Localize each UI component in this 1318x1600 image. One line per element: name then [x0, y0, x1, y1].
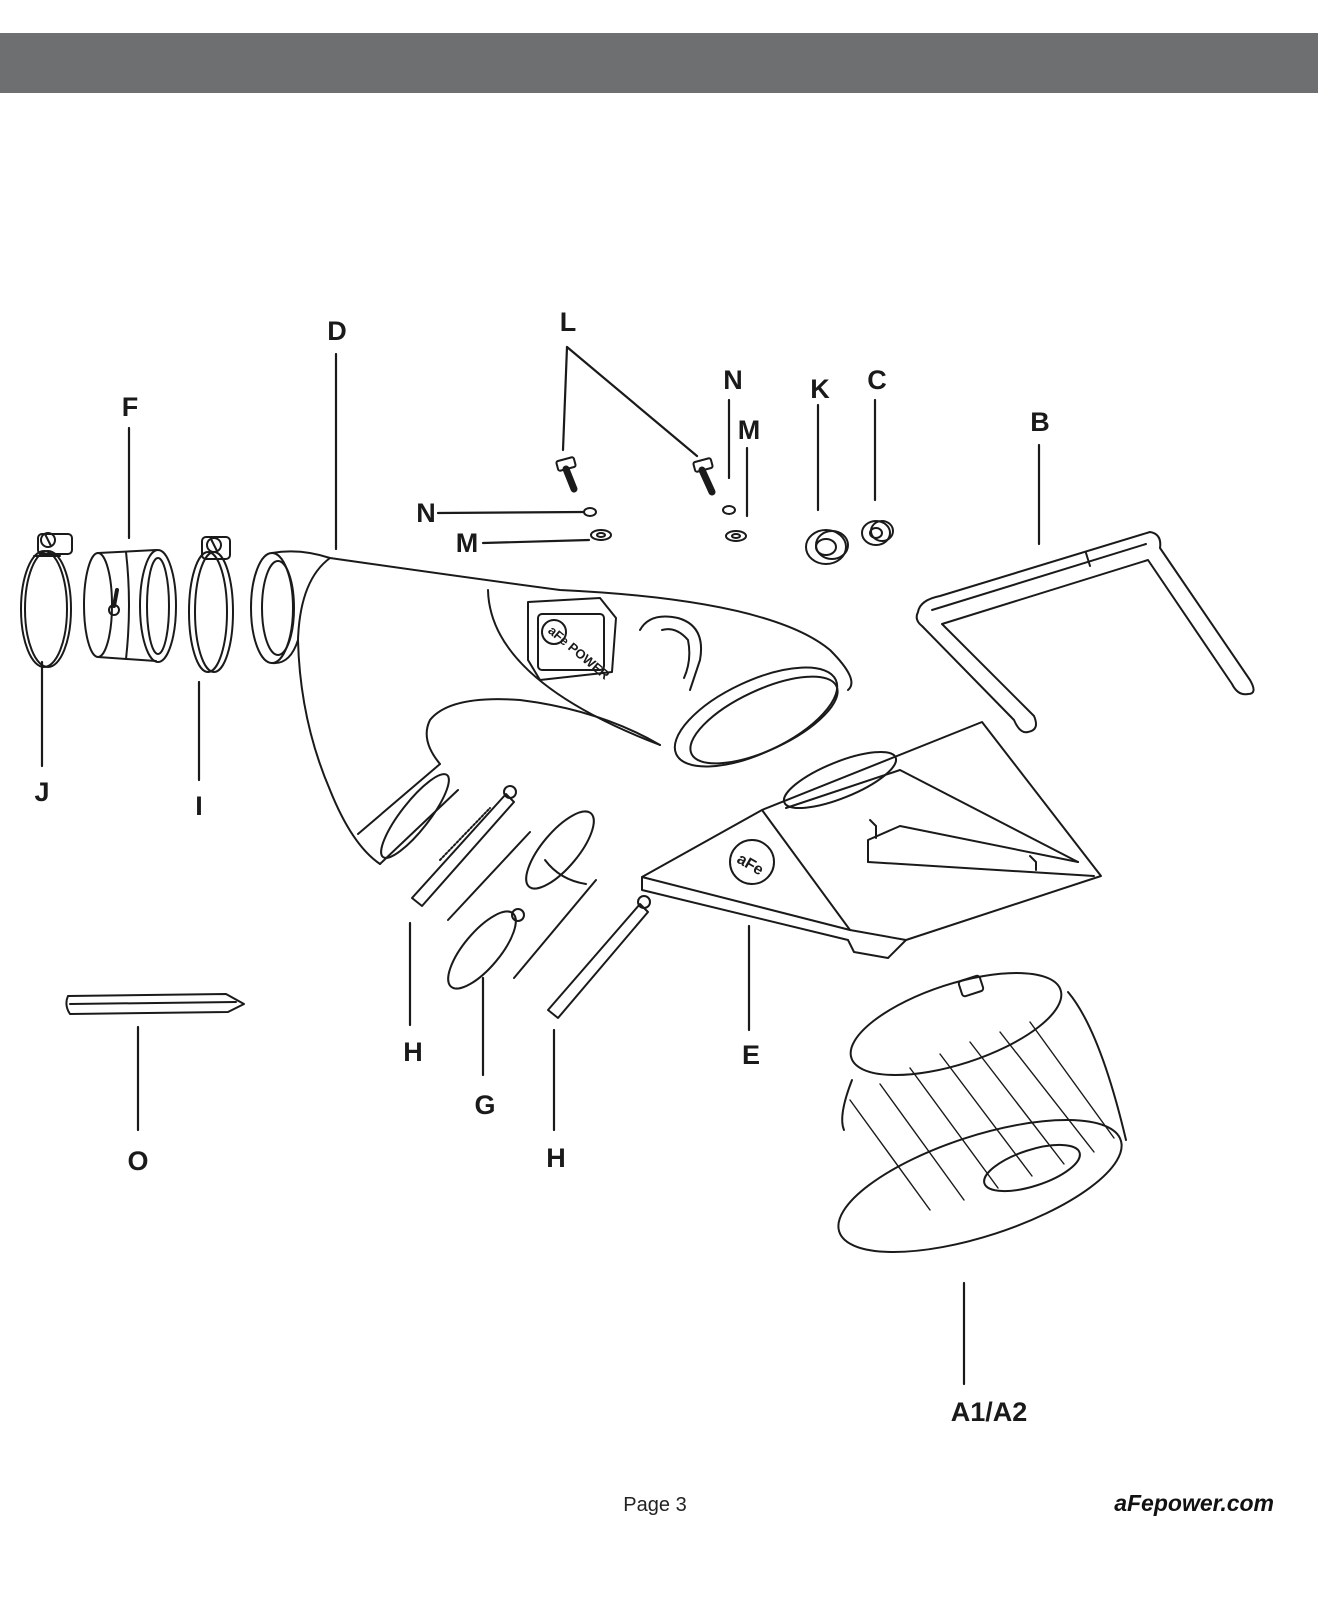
svg-text:aFe POWER: aFe POWER	[545, 623, 613, 683]
label-c: C	[867, 365, 887, 395]
page-number: Page 3	[623, 1494, 687, 1516]
label-e: E	[742, 1040, 760, 1070]
label-j: J	[34, 777, 49, 807]
bolts-l	[555, 456, 716, 496]
airbox-e: aFe	[641, 721, 1102, 959]
label-o: O	[127, 1146, 148, 1176]
website-link[interactable]: aFepower.com	[1114, 1490, 1274, 1516]
nut-washer-right	[722, 505, 747, 542]
coupler-g	[447, 810, 597, 990]
clamp-h-left	[411, 785, 517, 907]
label-k: K	[810, 374, 830, 404]
svg-text:aFe: aFe	[734, 851, 766, 880]
clamp-i	[188, 536, 234, 673]
label-m-left: M	[456, 528, 479, 558]
grommet-k	[805, 529, 849, 565]
clamp-h-right	[547, 895, 651, 1019]
coupler-f	[83, 549, 177, 663]
label-f: F	[122, 392, 139, 422]
label-h-right: H	[546, 1143, 566, 1173]
label-n-top: N	[723, 365, 743, 395]
label-h-left: H	[403, 1037, 423, 1067]
tool-o	[65, 993, 245, 1015]
intake-tube-d: aFe POWER	[250, 550, 853, 865]
label-m-top: M	[738, 415, 761, 445]
label-i: I	[195, 791, 203, 821]
label-g: G	[474, 1090, 495, 1120]
nut-washer-left	[583, 507, 612, 541]
leader-lines	[40, 345, 1041, 1386]
label-l: L	[560, 307, 577, 337]
label-d: D	[327, 316, 347, 346]
label-a1a2: A1/A2	[951, 1397, 1028, 1427]
label-b: B	[1030, 407, 1050, 437]
part-labels: L N M K C B D F N M J I H G H E O A1/A2	[34, 307, 1049, 1427]
edge-trim-b	[915, 531, 1255, 734]
label-n-left: N	[416, 498, 436, 528]
air-filter-a1a2	[837, 971, 1127, 1253]
grommet-c	[861, 520, 894, 546]
clamp-j	[20, 532, 73, 668]
header-bar	[0, 33, 1318, 93]
